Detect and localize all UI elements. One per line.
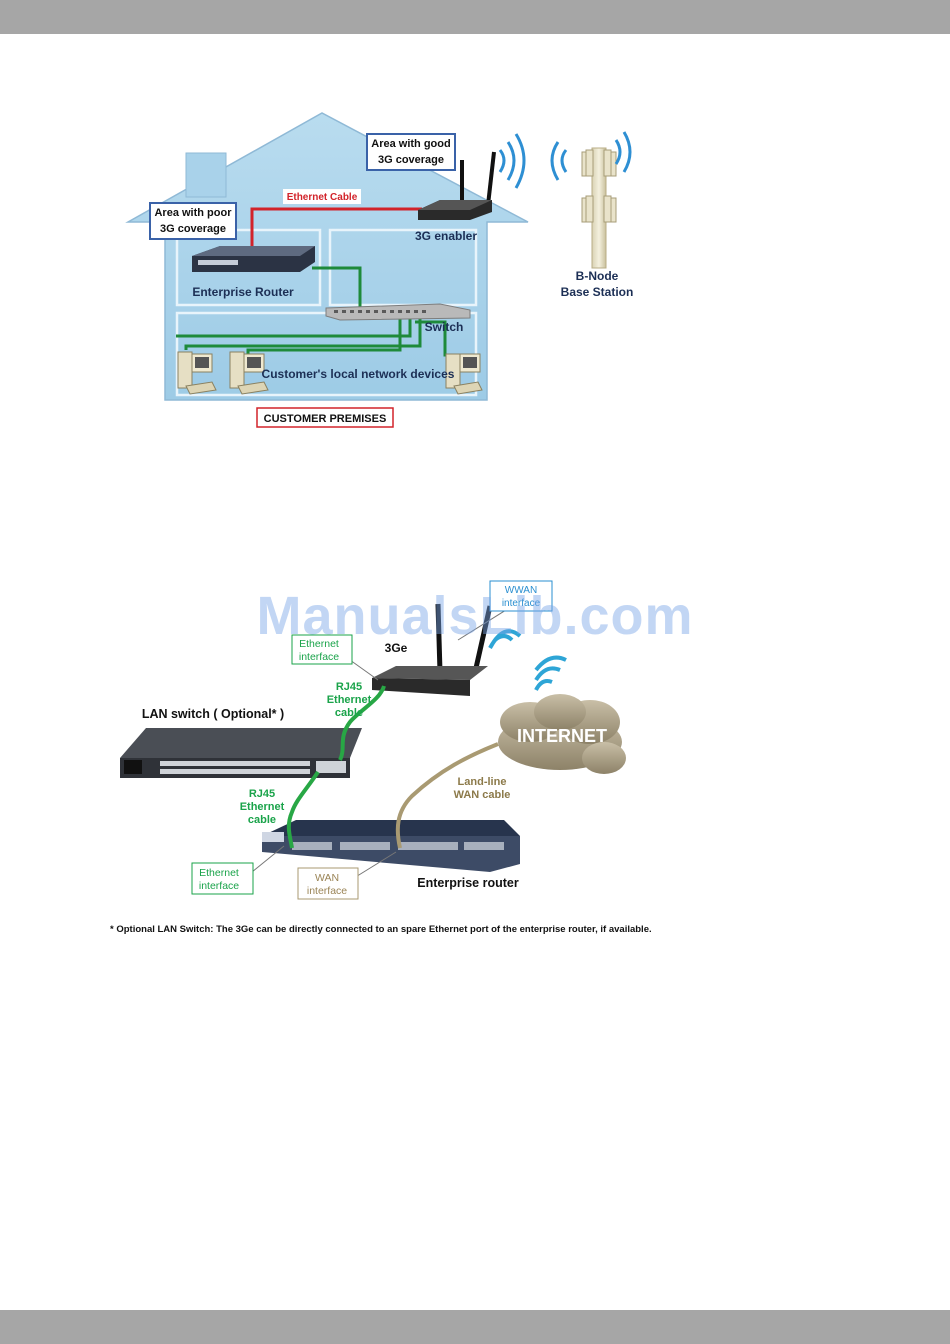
diagram-3ge-connection: INTERNET WWAN interface Ethernet interfa…: [120, 580, 626, 900]
rj45-bottom-line1: RJ45: [249, 788, 275, 800]
3g-enabler-device: [418, 151, 496, 220]
green-lan-cables: [176, 266, 458, 357]
ethernet-interface-callout-bottom: Ethernet interface: [191, 862, 254, 895]
house-chimney: [185, 152, 227, 198]
footnote: * Optional LAN Switch: The 3Ge can be di…: [110, 924, 652, 935]
lan-switch-device: [120, 728, 362, 778]
customer-premises-label: CUSTOMER PREMISES: [256, 407, 394, 428]
wan-cable: [395, 742, 499, 849]
3ge-label: 3Ge: [385, 641, 408, 655]
svg-text:interface: interface: [199, 880, 239, 892]
wwan-interface-callout: WWAN interface: [489, 580, 553, 612]
internet-cloud-icon: [498, 694, 626, 774]
rj45-top-line2: Ethernet: [327, 694, 372, 706]
base-station-label: Base Station: [561, 285, 634, 299]
callout-poor-coverage: Area with poor 3G coverage: [149, 202, 237, 240]
svg-text:Area with poor: Area with poor: [154, 207, 232, 219]
computer-icon-1: [177, 351, 217, 395]
svg-text:interface: interface: [307, 885, 347, 897]
rj45-top-line3: cable: [335, 707, 363, 719]
svg-text:3G coverage: 3G coverage: [160, 223, 226, 235]
tower-signal-icon: [550, 131, 632, 181]
rj45-top-line1: RJ45: [336, 681, 362, 693]
rj45-cable-top: [338, 685, 386, 761]
svg-text:Ethernet: Ethernet: [299, 638, 339, 650]
svg-text:CUSTOMER PREMISES: CUSTOMER PREMISES: [264, 413, 387, 425]
watermark: ManualsLib.com: [256, 586, 694, 646]
page-footer-bar: [0, 1310, 950, 1344]
ethernet-cable-red: [250, 207, 422, 253]
lan-switch-label: LAN switch ( Optional* ): [142, 707, 284, 721]
ethernet-cable-label: Ethernet Cable: [287, 192, 358, 203]
wifi-signal-icon: [498, 133, 526, 189]
rj45-bottom-line3: cable: [248, 814, 276, 826]
b-node-tower-icon: [581, 147, 617, 269]
3ge-wifi-icon: [488, 629, 522, 649]
ethernet-interface-callout-top: Ethernet interface: [291, 634, 353, 665]
computer-icon-3: [445, 353, 483, 395]
svg-text:3G coverage: 3G coverage: [378, 154, 444, 166]
ethernet-cable-label-bg: [283, 189, 361, 204]
callout-good-coverage: Area with good 3G coverage: [366, 133, 456, 171]
wan-interface-callout: WAN interface: [297, 867, 359, 900]
enterprise-router-label-2: Enterprise router: [417, 876, 519, 890]
landline-line2: WAN cable: [454, 789, 511, 801]
svg-text:Area with good: Area with good: [371, 138, 450, 150]
svg-text:WAN: WAN: [315, 872, 339, 884]
svg-text:interface: interface: [502, 598, 541, 609]
landline-line1: Land-line: [458, 776, 507, 788]
switch-label: Switch: [425, 320, 464, 334]
svg-text:WWAN: WWAN: [505, 585, 537, 596]
enterprise-router-device-2: [262, 820, 520, 872]
enterprise-router-device: [192, 246, 315, 272]
switch-device: [325, 303, 471, 321]
internet-wifi-icon: [534, 655, 567, 691]
svg-text:interface: interface: [299, 651, 339, 663]
b-node-label: B-Node: [576, 269, 619, 283]
computer-icon-2: [229, 351, 269, 395]
page-header-bar: [0, 0, 950, 34]
local-devices-label: Customer's local network devices: [262, 367, 455, 381]
internet-label: INTERNET: [517, 726, 607, 746]
diagram-customer-premises: Area with good 3G coverage Area with poo…: [125, 112, 634, 428]
house-roof: [125, 112, 529, 401]
enterprise-router-label: Enterprise Router: [192, 285, 294, 299]
rj45-bottom-line2: Ethernet: [240, 801, 285, 813]
3ge-device: [372, 603, 493, 696]
3g-enabler-label: 3G enabler: [415, 229, 477, 243]
svg-text:Ethernet: Ethernet: [199, 867, 239, 879]
rj45-cable-bottom: [286, 770, 320, 849]
